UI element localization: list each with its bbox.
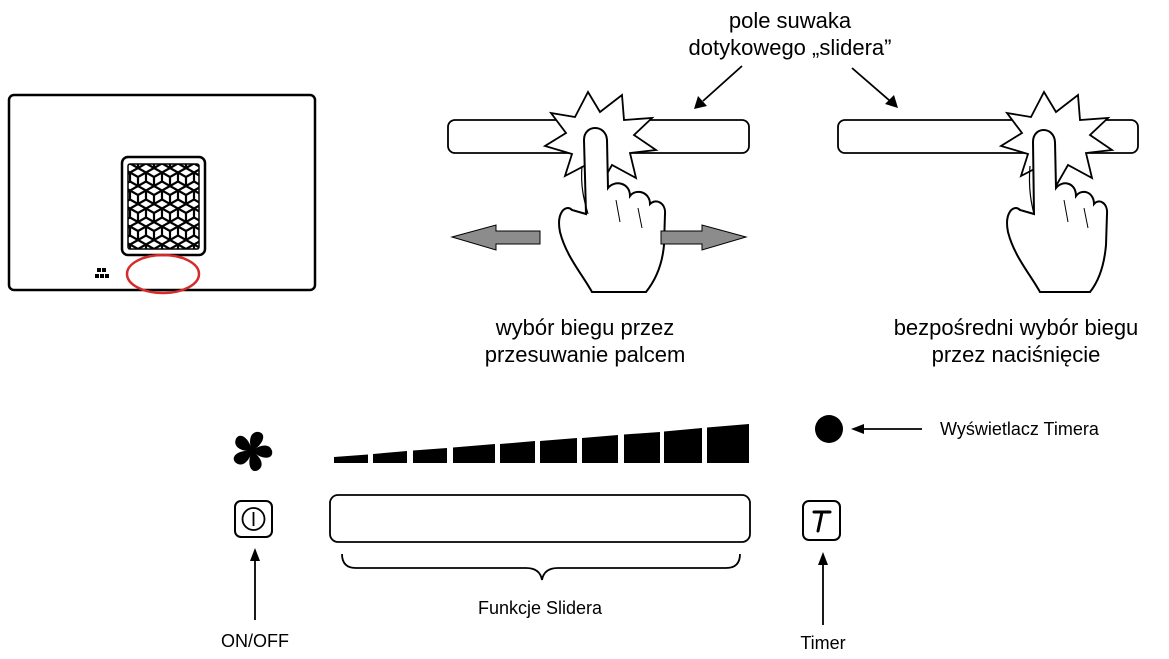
timer-button[interactable] — [802, 500, 841, 541]
power-button[interactable] — [234, 500, 273, 538]
timer-display-indicator — [815, 415, 843, 443]
slider-field[interactable] — [329, 494, 751, 543]
timer-arrow — [818, 552, 828, 625]
swipe-caption: wybór biegu przez przesuwanie palcem — [440, 314, 730, 368]
arrow-left-icon — [450, 224, 541, 251]
control-area-highlight — [125, 253, 201, 295]
swipe-caption-line-2: przesuwanie palcem — [484, 342, 686, 367]
swipe-hand-icon — [558, 127, 667, 293]
timer-icon — [812, 510, 832, 533]
control-dots-icon — [95, 268, 109, 278]
swipe-caption-line-1: wybór biegu przez — [495, 315, 675, 340]
grille-icon — [120, 155, 207, 257]
callout-arrow-left — [694, 65, 743, 109]
arrow-right-icon — [660, 224, 748, 251]
timer-display-arrow — [851, 424, 922, 434]
slider-functions-label: Funkcje Slidera — [477, 598, 603, 618]
slider-brace — [341, 553, 741, 581]
touch-burst-icon — [998, 90, 1115, 188]
tap-caption: bezpośredni wybór biegu przez naciśnięci… — [866, 314, 1166, 368]
tap-caption-line-1: bezpośredni wybór biegu — [893, 315, 1139, 340]
callout-line-1: pole suwaka — [728, 8, 852, 33]
speed-level-bars — [334, 424, 749, 463]
onoff-arrow — [250, 548, 260, 620]
tap-hand-icon — [1006, 129, 1109, 293]
onoff-label: ON/OFF — [221, 631, 289, 651]
tap-caption-line-2: przez naciśnięcie — [931, 342, 1101, 367]
timer-display-label: Wyświetlacz Timera — [940, 419, 1099, 439]
fan-icon — [233, 431, 273, 471]
callout-label: pole suwaka dotykowego „slidera” — [660, 7, 920, 61]
callout-arrow-right — [851, 67, 898, 108]
callout-line-2: dotykowego „slidera” — [688, 35, 892, 60]
timer-label: Timer — [800, 633, 846, 653]
power-icon — [241, 507, 266, 531]
hood-panel — [7, 93, 317, 295]
